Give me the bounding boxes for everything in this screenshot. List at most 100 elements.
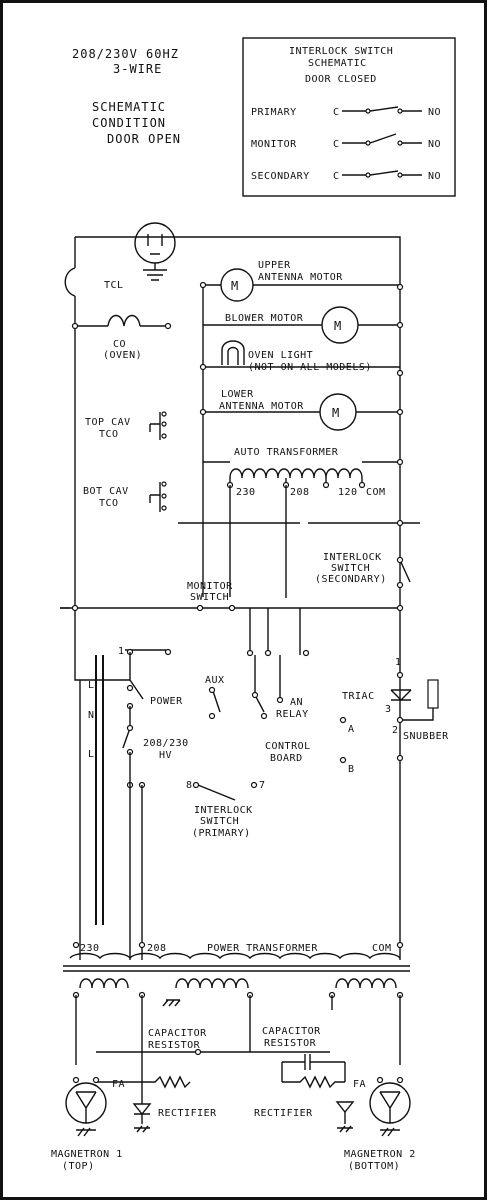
wire-l2-label: L: [88, 749, 95, 760]
magnetron-2: MAGNETRON 2 (BOTTOM): [344, 1076, 416, 1172]
interlock-primary-line2: SWITCH: [200, 816, 239, 827]
interlock-primary-line1: INTERLOCK: [194, 805, 253, 816]
monitor-switch-line2: SWITCH: [190, 592, 229, 603]
voltage-line1: 208/230V 60HZ: [72, 47, 179, 61]
blower-motor-m: M: [334, 319, 342, 333]
cap-res-left-line2: RESISTOR: [148, 1040, 201, 1051]
control-board-line2: BOARD: [270, 753, 303, 764]
triac: 1 TRIAC 3 2 SNUBBER: [342, 657, 449, 742]
power-plug-icon: [134, 222, 176, 281]
auto-tap-120: 120: [338, 487, 358, 498]
legend-row-primary-no: NO: [428, 107, 441, 118]
pt-230: 230: [80, 943, 100, 954]
magnetron-2-line1: MAGNETRON 2: [344, 1149, 416, 1160]
blower-motor: M BLOWER MOTOR: [203, 306, 400, 344]
schematic-line3: DOOR OPEN: [107, 132, 181, 146]
hv-line2: HV: [159, 750, 172, 761]
capacitor-resistor-left: CAPACITOR RESISTOR: [96, 1028, 330, 1056]
wire-n-label: N: [88, 710, 95, 721]
interlock-legend: INTERLOCK SWITCH SCHEMATIC DOOR CLOSED P…: [242, 37, 456, 197]
snubber-label: SNUBBER: [403, 731, 449, 742]
auto-tap-208: 208: [290, 487, 310, 498]
right-rail-terminals: [71, 281, 404, 762]
rectifier-right-label: RECTIFIER: [254, 1108, 313, 1119]
tcl-label: TCL: [104, 280, 124, 291]
magnetron-2-line2: (BOTTOM): [348, 1161, 400, 1172]
hv-line1: 208/230: [143, 738, 189, 749]
cap-res-right-line1: CAPACITOR: [262, 1026, 321, 1037]
aux-label: AUX: [205, 675, 225, 686]
interlock-primary-line3: (PRIMARY): [192, 828, 251, 839]
legend-row-monitor-no: NO: [428, 139, 441, 150]
upper-antenna-motor: M UPPER ANTENNA MOTOR: [202, 260, 400, 597]
pin-1-triac: 1: [395, 657, 402, 668]
bot-cav-line1: BOT CAV: [83, 486, 129, 497]
legend-title-line2: SCHEMATIC: [308, 58, 367, 69]
interlock-secondary-line2: SWITCH: [331, 563, 370, 574]
interlock-secondary-line1: INTERLOCK: [323, 552, 382, 563]
interlock-secondary-line3: (SECONDARY): [315, 574, 387, 585]
legend-row-secondary-label: SECONDARY: [251, 171, 310, 182]
legend-row-monitor-label: MONITOR: [251, 139, 297, 150]
lower-motor-m: M: [332, 406, 340, 420]
oven-light-line1: OVEN LIGHT: [248, 350, 313, 361]
pin-b-label: B: [348, 764, 355, 775]
oven-light: OVEN LIGHT (NOT ON ALL MODELS): [203, 340, 400, 373]
magnetron-1-line1: MAGNETRON 1: [51, 1149, 123, 1160]
pin-a-label: A: [348, 724, 355, 735]
magnetron-1-line2: (TOP): [62, 1161, 95, 1172]
power-transformer-label: POWER TRANSFORMER: [207, 943, 318, 954]
capacitor-resistor-right: CAPACITOR RESISTOR: [262, 1026, 346, 1089]
legend-row-secondary-no: NO: [428, 171, 441, 182]
top-cav-line1: TOP CAV: [85, 417, 131, 428]
co-label-line1: CO: [113, 339, 126, 350]
top-cavity-tco: TOP CAV TCO: [85, 411, 167, 440]
co-oven-thermostat: CO (OVEN): [75, 314, 168, 361]
top-cav-line2: TCO: [99, 429, 119, 440]
upper-motor-m: M: [231, 279, 239, 293]
legend-title-line1: INTERLOCK SWITCH: [289, 46, 393, 57]
triac-label: TRIAC: [342, 691, 375, 702]
rectifier-right: RECTIFIER: [254, 1101, 355, 1133]
upper-motor-line1: UPPER: [258, 260, 291, 271]
pt-208: 208: [147, 943, 167, 954]
legend-row-primary-label: PRIMARY: [251, 107, 297, 118]
lower-motor-line2: ANTENNA MOTOR: [219, 401, 304, 412]
fa-right-label: FA: [353, 1079, 366, 1090]
cap-res-left-line1: CAPACITOR: [148, 1028, 207, 1039]
monitor-switch-line1: MONITOR: [187, 581, 233, 592]
pin-7-label: 7: [259, 780, 266, 791]
monitor-switch: MONITOR SWITCH: [187, 581, 236, 612]
an-relay-line1: AN: [290, 697, 303, 708]
legend-row-primary-c: C: [333, 107, 340, 118]
control-board-line1: CONTROL: [265, 741, 311, 752]
auto-tap-com: COM: [366, 487, 386, 498]
auto-transformer-label: AUTO TRANSFORMER: [234, 447, 339, 458]
interlock-switch-secondary: INTERLOCK SWITCH (SECONDARY): [315, 552, 411, 585]
legend-title-line3: DOOR CLOSED: [305, 74, 377, 85]
rectifier-left-label: RECTIFIER: [158, 1108, 217, 1119]
magnetron-1: MAGNETRON 1 (TOP): [51, 1076, 123, 1172]
bot-cav-line2: TCO: [99, 498, 119, 509]
rectifier-left: RECTIFIER: [132, 1085, 217, 1133]
control-board: 1 POWER AUX AN RELAY 208/230 HV CONTROL …: [118, 608, 355, 960]
schematic-line2: CONDITION: [92, 116, 166, 130]
lower-motor-line1: LOWER: [221, 389, 254, 400]
fa-left-label: FA: [112, 1079, 125, 1090]
pt-com: COM: [372, 943, 392, 954]
oven-light-line2: (NOT ON ALL MODELS): [248, 362, 372, 373]
interlock-switch-primary: 8 7 INTERLOCK SWITCH (PRIMARY): [186, 780, 266, 839]
co-label-line2: (OVEN): [103, 350, 142, 361]
voltage-line2: 3-WIRE: [113, 62, 162, 76]
left-resistor: [96, 1075, 191, 1089]
power-transformer: 230 208 POWER TRANSFORMER COM: [63, 941, 410, 1085]
legend-row-monitor-c: C: [333, 139, 340, 150]
schematic-line1: SCHEMATIC: [92, 100, 166, 114]
pin-1-top: 1: [118, 646, 125, 657]
power-label: POWER: [150, 696, 183, 707]
wire-l1-label: L: [88, 680, 95, 691]
bottom-cavity-tco: BOT CAV TCO: [83, 481, 167, 512]
auto-tap-230: 230: [236, 487, 256, 498]
